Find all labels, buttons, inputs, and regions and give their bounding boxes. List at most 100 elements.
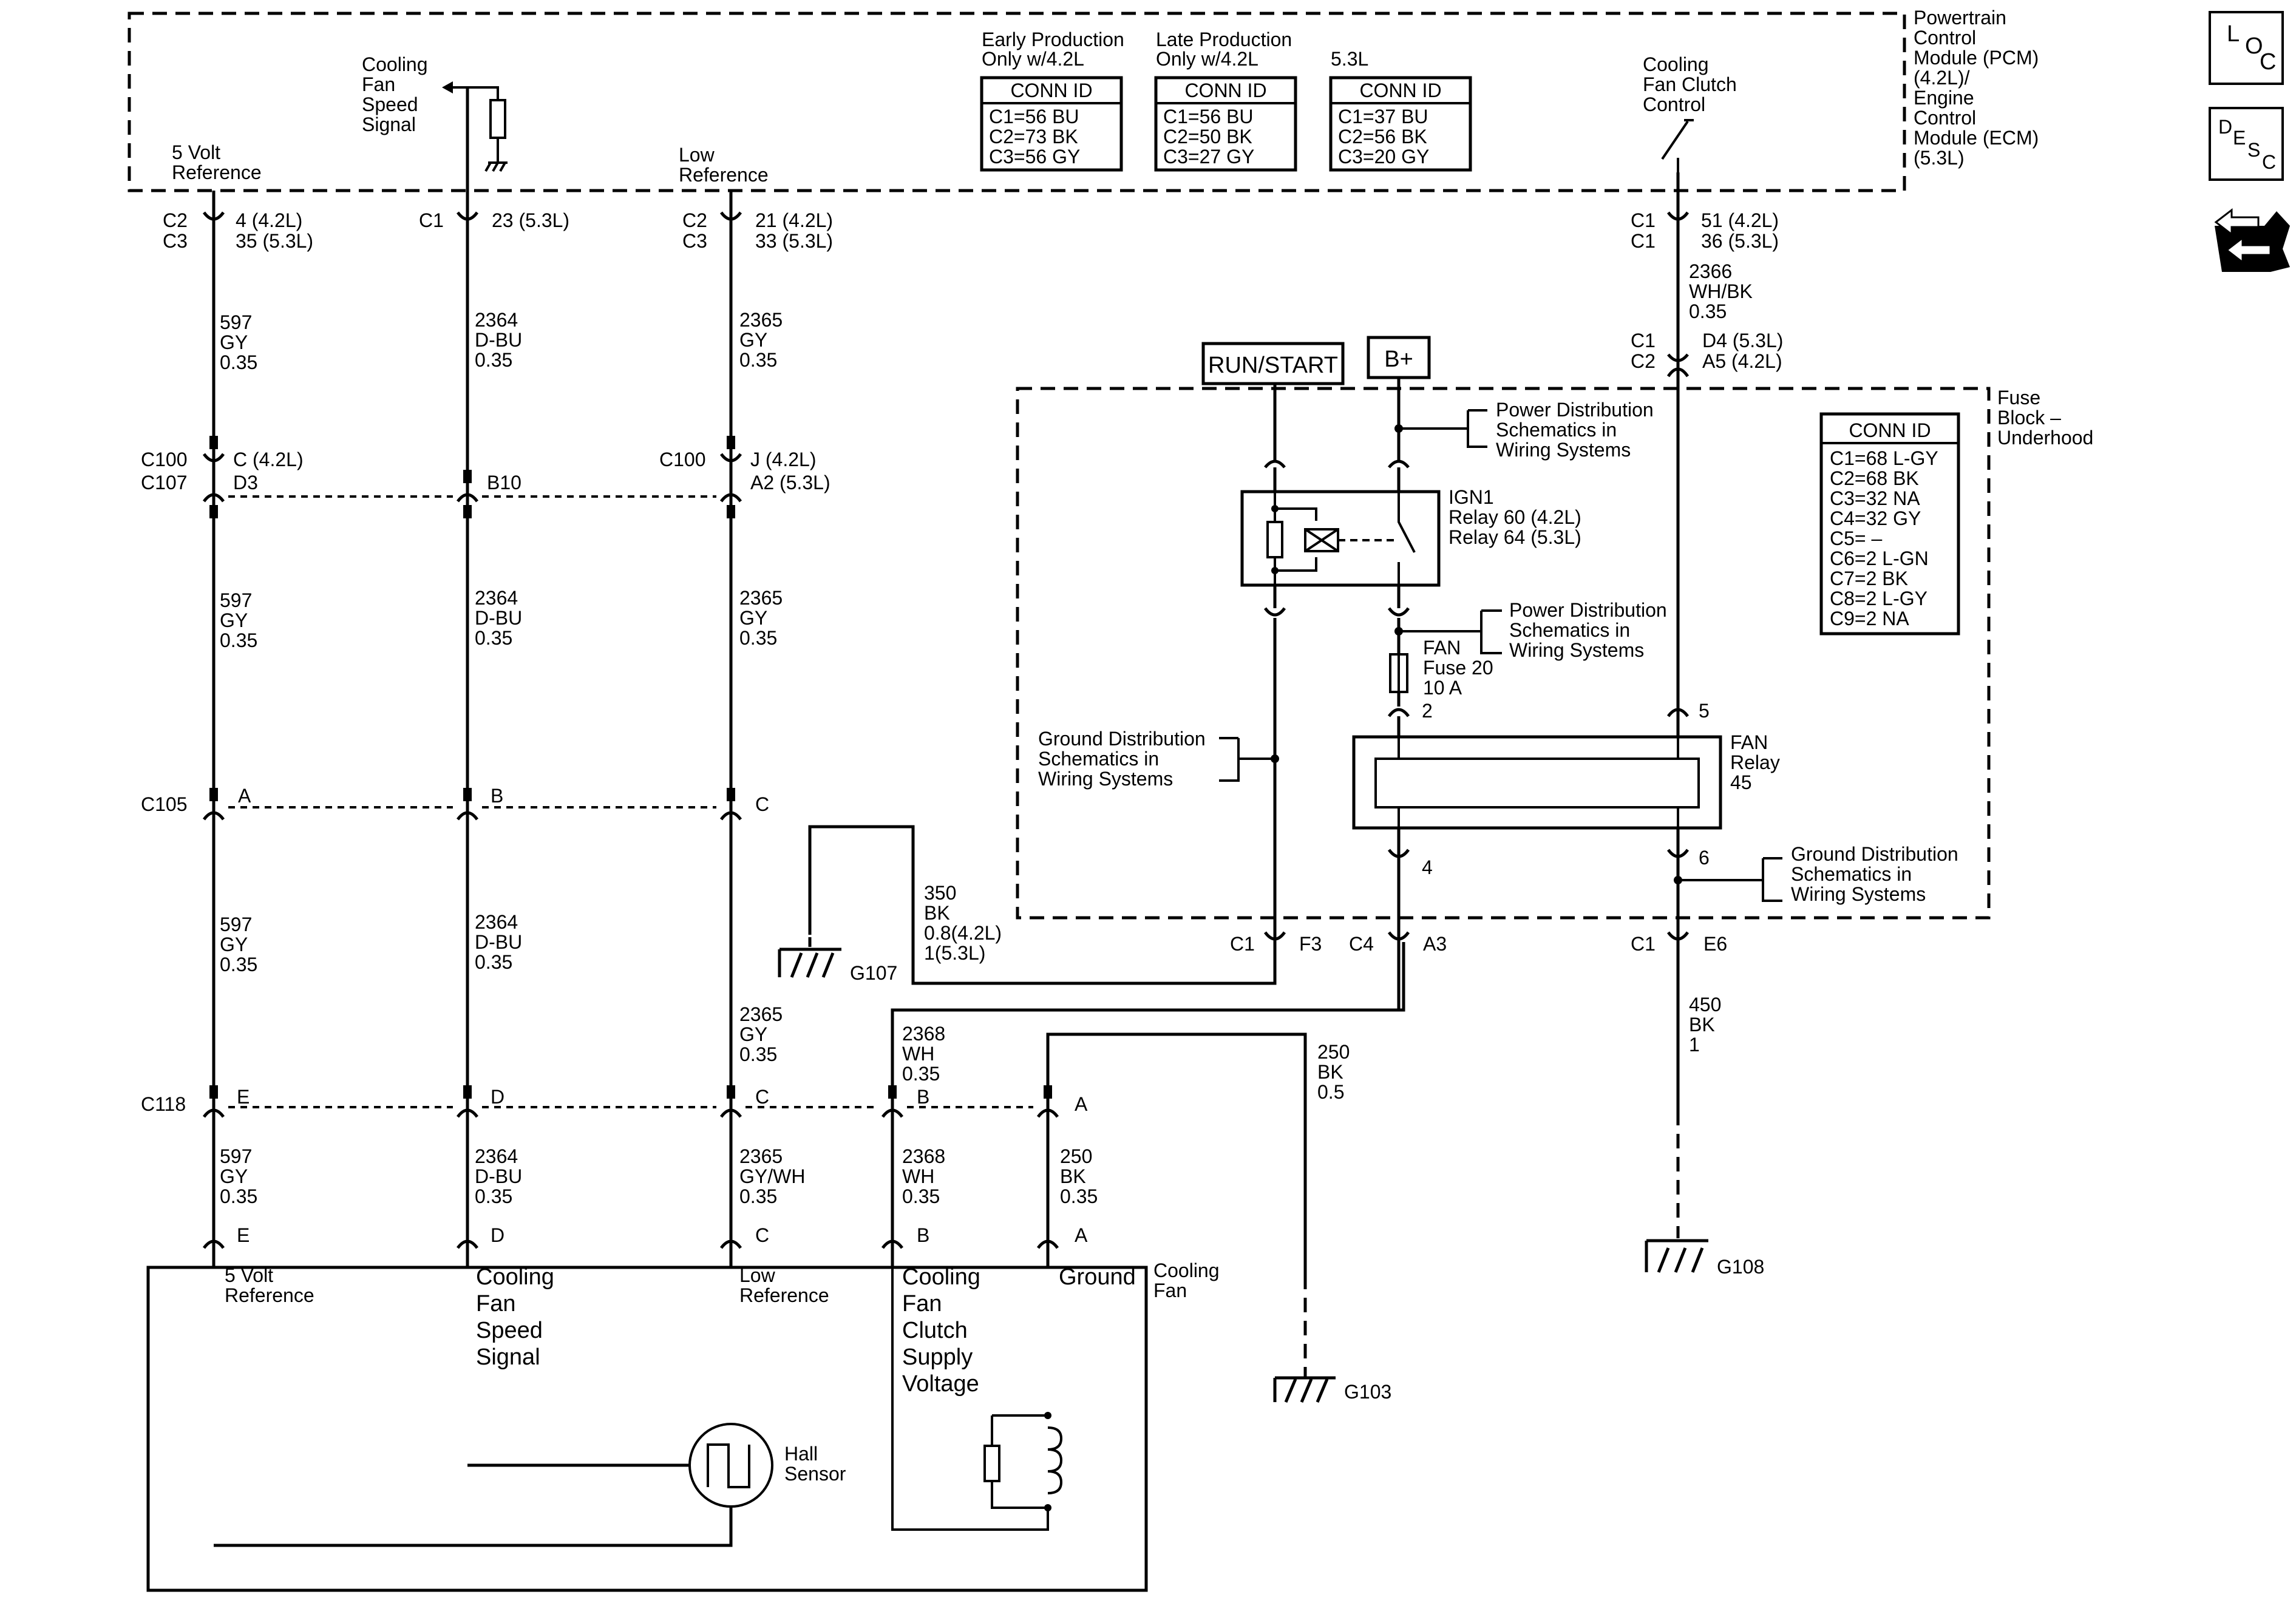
schematic-label: Fan	[476, 1291, 515, 1317]
schematic-label: Power Distribution	[1496, 399, 1654, 421]
schematic-label: 597	[220, 589, 252, 611]
location-icon[interactable]: L O C	[2209, 11, 2284, 85]
wire-2364-label-3: 2364 D-BU 0.35	[475, 911, 522, 973]
pcm-fan-speed-label: Cooling Fan Speed Signal	[362, 53, 428, 135]
schematic-label: C	[755, 1224, 769, 1246]
schematic-label: C2	[1631, 350, 1656, 372]
pcm-connector-597	[202, 211, 225, 221]
schematic-stroke	[719, 493, 742, 503]
schematic-label: 5	[1699, 700, 1710, 722]
schematic-label: C (4.2L)	[233, 449, 304, 470]
schematic-label: 33 (5.3L)	[755, 230, 833, 252]
schematic-stroke	[1304, 528, 1339, 552]
schematic-label: Fan	[1153, 1280, 1187, 1301]
schematic-label: Wiring Systems	[1509, 639, 1644, 661]
gd2-label: Ground Distribution Schematics in Wiring…	[1791, 843, 1958, 905]
wire-250-path	[1046, 1032, 1307, 1275]
schematic-label: 5.3L	[1331, 48, 1368, 70]
schematic-label: 2364	[475, 911, 518, 933]
schematic-label: Signal	[476, 1344, 540, 1370]
schematic-label: Module (PCM)	[1914, 47, 2039, 69]
fan-connector-d	[456, 1239, 479, 1249]
schematic-stroke	[214, 1507, 733, 1547]
wire-350-label: 350 BK 0.8(4.2L) 1(5.3L)	[924, 882, 1002, 964]
schematic-label: Schematics in	[1496, 419, 1617, 441]
pd1-bracket	[1399, 409, 1487, 448]
fuse-block-title: Fuse Block – Underhood	[1997, 387, 2093, 449]
schematic-label: Fan Clutch	[1643, 73, 1737, 95]
schematic-label: D-BU	[475, 329, 522, 351]
pd1-label: Power Distribution Schematics in Wiring …	[1496, 399, 1654, 461]
schematic-label: 0.8(4.2L)	[924, 922, 1002, 944]
schematic-label: A5 (4.2L)	[1702, 350, 1782, 372]
schematic-label: Power Distribution	[1509, 599, 1667, 621]
schematic-label: 2	[1422, 700, 1433, 722]
clutch-control-switch	[1661, 119, 1694, 160]
schematic-label: (5.3L)	[1914, 147, 1965, 169]
schematic-label: CONN ID	[1359, 80, 1441, 101]
schematic-label: 597	[220, 311, 252, 333]
schematic-label: C	[2262, 151, 2276, 173]
schematic-label: A3	[1423, 933, 1447, 955]
c105-connector-2364	[456, 811, 479, 821]
schematic-label: 36 (5.3L)	[1701, 230, 1779, 252]
schematic-label: C8=2 L-GY	[1830, 588, 1927, 609]
schematic-label: 0.35	[220, 954, 257, 975]
schematic-label: A	[1075, 1224, 1088, 1246]
schematic-stroke	[727, 788, 735, 801]
schematic-label: Cooling	[362, 53, 428, 75]
wire-2364-label-1: 2364 D-BU 0.35	[475, 309, 522, 371]
schematic-stroke	[778, 947, 841, 978]
schematic-label: B	[917, 1224, 929, 1246]
schematic-label: 0.35	[475, 1185, 512, 1207]
square-wave-icon	[707, 1443, 750, 1488]
schematic-label: Early Production	[982, 29, 1124, 50]
gd2-bracket	[1678, 857, 1782, 902]
schematic-stroke	[2214, 208, 2260, 237]
schematic-label: GY	[739, 329, 767, 351]
schematic-label: 597	[220, 914, 252, 935]
wire-450-label: 450 BK 1	[1689, 994, 1721, 1056]
schematic-label: Cooling	[476, 1264, 554, 1290]
schematic-label: Schematics in	[1038, 748, 1159, 770]
fan-fuse-label: FAN Fuse 20 10 A	[1423, 637, 1493, 699]
schematic-label: B	[491, 785, 503, 807]
schematic-label: GY/WH	[739, 1165, 805, 1187]
signal-arrow-icon	[442, 81, 453, 93]
c118-connector-c	[719, 1108, 742, 1118]
schematic-stroke	[980, 76, 1123, 172]
relay-diode-resistor	[1266, 521, 1283, 558]
schematic-label: J (4.2L)	[750, 449, 816, 470]
schematic-label: Ground Distribution	[1791, 843, 1958, 865]
pcm-conn-table-late: Late Production Only w/4.2L CONN ID C1=5…	[1154, 29, 1297, 172]
schematic-label: 2368	[902, 1145, 945, 1167]
schematic-stroke	[463, 788, 472, 801]
schematic-stroke	[1044, 1412, 1051, 1419]
schematic-label: Signal	[362, 114, 416, 135]
schematic-label: 0.35	[1060, 1185, 1098, 1207]
hall-sensor-label: Hall Sensor	[784, 1443, 846, 1485]
schematic-label: C7=2 BK	[1830, 568, 1908, 589]
schematic-label: Wiring Systems	[1496, 439, 1631, 461]
schematic-label: (4.2L)/	[1914, 67, 1970, 89]
description-icon[interactable]: D E S C	[2209, 107, 2284, 181]
schematic-label: Sensor	[784, 1463, 846, 1485]
schematic-label: Wiring Systems	[1038, 768, 1173, 790]
schematic-stroke	[1044, 1504, 1051, 1511]
fan-speed-label: Cooling Fan Speed Signal	[476, 1264, 554, 1370]
schematic-label: L	[2227, 21, 2240, 47]
fan-connector-e	[202, 1239, 225, 1249]
schematic-label: 250	[1060, 1145, 1092, 1167]
schematic-label: C2	[682, 209, 707, 231]
ground-g103: G103	[1273, 1376, 1391, 1403]
schematic-label: Control	[1643, 93, 1705, 115]
schematic-label: 5 Volt	[225, 1264, 273, 1286]
schematic-stroke	[1819, 412, 1960, 636]
diagnostic-connector-icon[interactable]	[2214, 208, 2290, 272]
schematic-label: Hall	[784, 1443, 818, 1465]
schematic-label: B	[917, 1086, 929, 1108]
ground-g107: G107	[778, 947, 897, 984]
fuse-block-conn-table: CONN ID C1=68 L-GY C2=68 BK C3=32 NA C4=…	[1819, 412, 1960, 636]
schematic-label: 0.35	[739, 1185, 777, 1207]
